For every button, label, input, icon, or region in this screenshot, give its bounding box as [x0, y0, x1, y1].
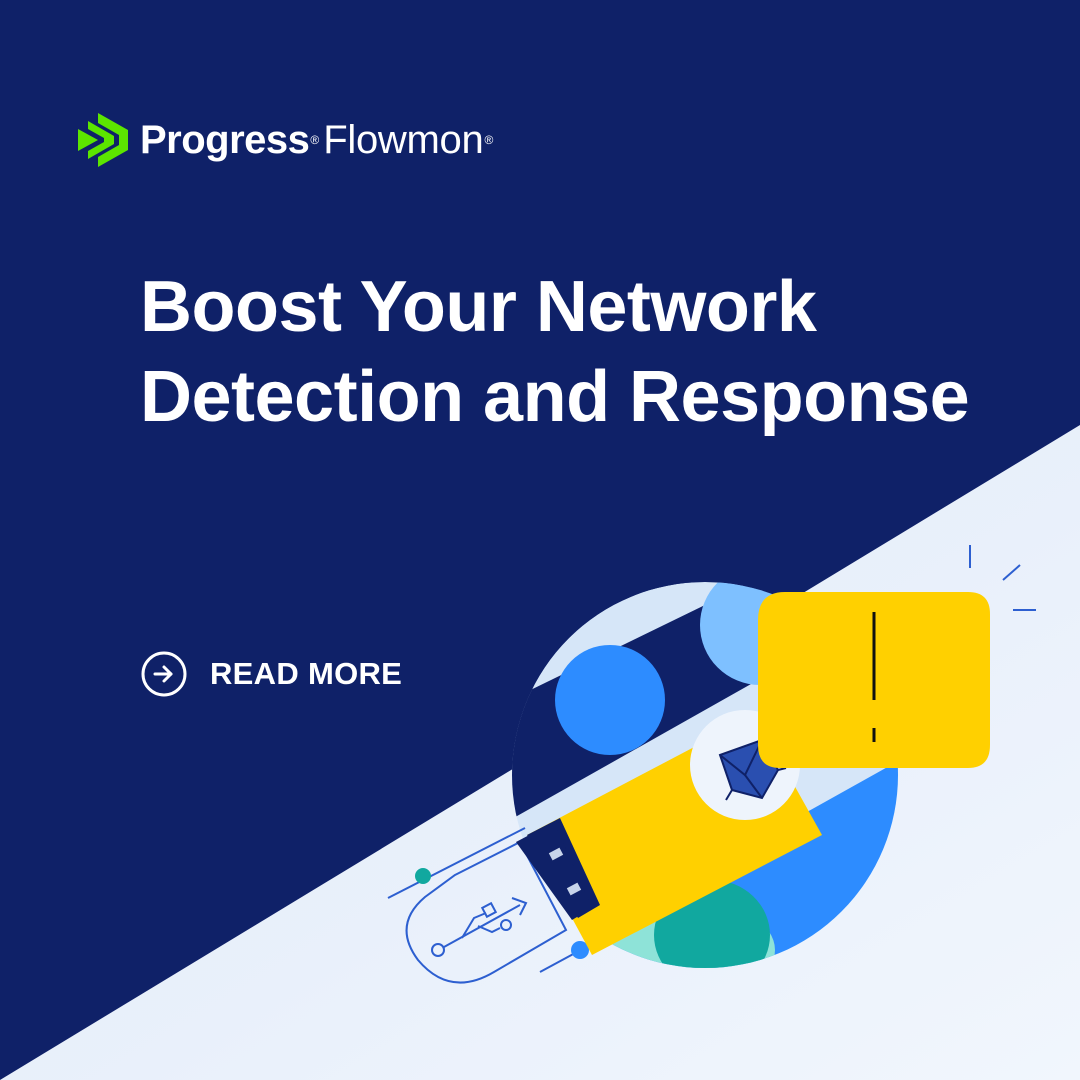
blue-dot: [571, 941, 589, 959]
headline: Boost Your Network Detection and Respons…: [140, 262, 1040, 442]
headline-line-1: Boost Your Network: [140, 267, 817, 347]
product-name: Flowmon: [323, 117, 484, 162]
read-more-button[interactable]: READ MORE: [140, 650, 402, 698]
progress-chevron-mark: [78, 113, 128, 167]
teal-dot: [415, 868, 431, 884]
brand-name: Progress: [140, 117, 310, 162]
registered-mark-product: ®: [484, 133, 494, 147]
alert-exclamation-icon: [758, 592, 990, 768]
registered-mark: ®: [310, 133, 320, 147]
headline-line-2: Detection and Response: [140, 357, 970, 437]
sparkle-lines: [969, 545, 1036, 611]
usb-symbol-icon: [431, 897, 528, 957]
arrow-right-circle-icon: [141, 651, 187, 697]
brand-logo: Progress ® Flowmon ®: [78, 112, 497, 168]
usb-plug-outline: [405, 840, 568, 984]
read-more-label: READ MORE: [210, 656, 403, 691]
